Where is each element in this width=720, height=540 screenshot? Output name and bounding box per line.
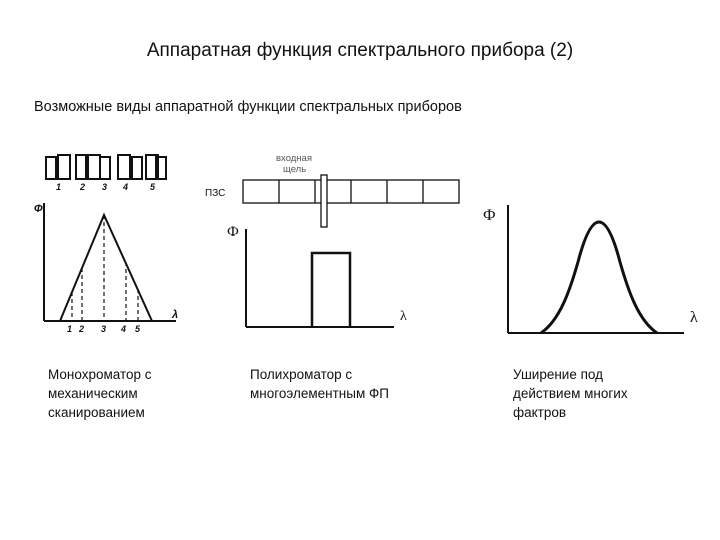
x-axis-label: λ (690, 309, 698, 326)
x-axis-label: λ (400, 309, 407, 324)
panel-monochromator (43, 154, 176, 322)
gaussian-curve (540, 220, 658, 335)
y-axis-label: Ф (483, 207, 496, 224)
slit-label: щель (283, 164, 306, 175)
y-axis-label: Ф (34, 203, 43, 215)
entrance-slit (320, 174, 328, 228)
y-axis-label: Ф (227, 224, 239, 240)
x-tick-label: 5 (135, 324, 141, 334)
panel-polychromator (242, 174, 460, 328)
caption-broadening: Уширение под действием многих фактров (513, 367, 628, 420)
slide-title: Аппаратная функция спектрального прибора… (146, 40, 574, 61)
caption-polychromator: Полихроматор с многоэлементным ФП (250, 367, 389, 401)
ccd-cells (278, 180, 424, 203)
slit-number: 5 (150, 182, 156, 192)
slit-label: входная (276, 153, 312, 164)
panel-broadening (507, 205, 684, 335)
x-tick-label: 4 (120, 324, 126, 334)
detector-label: ПЗС (205, 188, 225, 199)
slit-number: 2 (79, 182, 85, 192)
x-tick-label: 1 (67, 324, 72, 334)
slide-subtitle: Возможные виды аппаратной функции спектр… (34, 99, 462, 115)
x-axis-label: λ (171, 309, 178, 321)
dashed-lines (71, 215, 139, 321)
x-tick-label: 3 (101, 324, 106, 334)
rect-profile (310, 251, 352, 327)
slit-rectangles (45, 154, 167, 180)
caption-monochromator: Монохроматор с механическим сканирование… (48, 367, 152, 420)
slit-number: 3 (102, 182, 107, 192)
slit-number: 4 (122, 182, 128, 192)
slit-number: 1 (56, 182, 61, 192)
x-tick-label: 2 (78, 324, 84, 334)
